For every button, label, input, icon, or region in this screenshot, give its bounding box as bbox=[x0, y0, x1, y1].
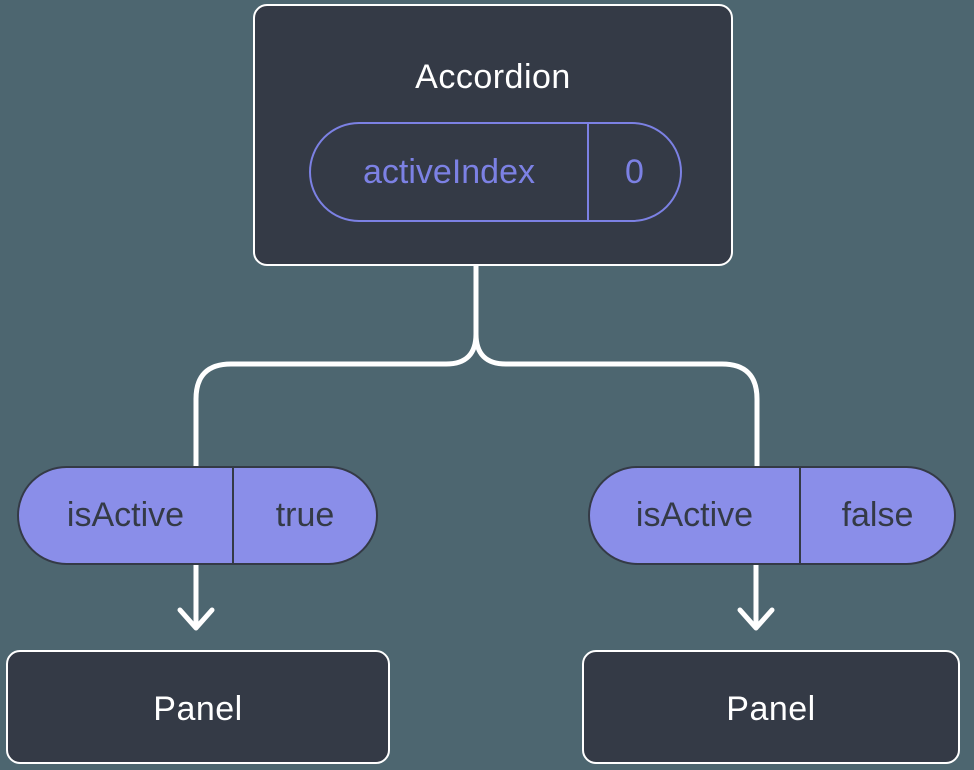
branch-left-line bbox=[193, 263, 479, 472]
arrow-left-head-icon bbox=[177, 607, 215, 631]
panel-node-left: Panel bbox=[6, 650, 390, 764]
panel-title: Panel bbox=[726, 690, 816, 728]
prop-pill-right: isActive false bbox=[588, 466, 956, 565]
accordion-title: Accordion bbox=[415, 58, 571, 96]
prop-name: isActive bbox=[19, 468, 234, 563]
accordion-node: Accordion activeIndex 0 bbox=[253, 4, 733, 266]
prop-name: isActive bbox=[590, 468, 801, 563]
branch-right-line bbox=[473, 263, 760, 472]
prop-value: true bbox=[275, 496, 335, 534]
state-value: 0 bbox=[625, 152, 644, 191]
state-pill: activeIndex 0 bbox=[309, 122, 682, 222]
panel-title: Panel bbox=[153, 690, 243, 728]
state-name: activeIndex bbox=[311, 124, 589, 220]
prop-value: false bbox=[841, 496, 914, 534]
prop-pill-left: isActive true bbox=[17, 466, 378, 565]
panel-node-right: Panel bbox=[582, 650, 960, 764]
arrow-right-head-icon bbox=[737, 607, 775, 631]
